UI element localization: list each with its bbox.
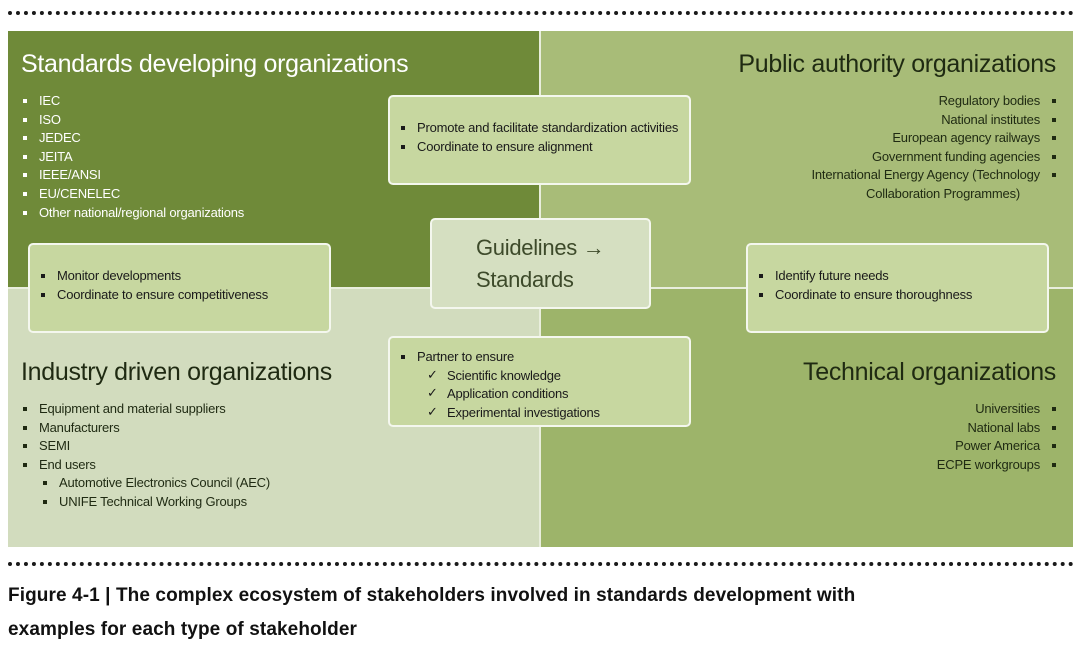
- center-guidelines-box: Guidelines → Standards: [430, 218, 651, 309]
- list-item: Monitor developments: [39, 267, 268, 286]
- top-dotted-rule: [8, 11, 1074, 15]
- list-item: Other national/regional organizations: [21, 204, 244, 223]
- public-authority-list: Regulatory bodies National institutes Eu…: [811, 92, 1058, 204]
- list-item: Government funding agencies: [811, 148, 1058, 167]
- relationship-box-bottom: Partner to ensure Scientific knowledge A…: [388, 336, 691, 427]
- center-label: Guidelines → Standards: [476, 232, 605, 296]
- list-item: EU/CENELEC: [21, 185, 244, 204]
- list-item: National institutes: [811, 111, 1058, 130]
- end-users-sublist: Automotive Electronics Council (AEC) UNI…: [21, 474, 270, 511]
- center-label-line1: Guidelines →: [476, 235, 605, 260]
- list-item: End users: [21, 456, 226, 475]
- list-item-continuation: Collaboration Programmes): [866, 185, 1020, 201]
- center-label-line2: Standards: [476, 267, 574, 292]
- list-item: IEEE/ANSI: [21, 166, 244, 185]
- list-item: Manufacturers: [21, 419, 226, 438]
- list-item: National labs: [937, 419, 1058, 438]
- list-item: JEDEC: [21, 129, 244, 148]
- list-item: IEC: [21, 92, 244, 111]
- list-item: ISO: [21, 111, 244, 130]
- list-item: Coordinate to ensure alignment: [399, 138, 678, 157]
- list-item: Partner to ensure: [399, 348, 600, 367]
- caption-line1: Figure 4-1 | The complex ecosystem of st…: [8, 585, 856, 606]
- list-item: SEMI: [21, 437, 226, 456]
- quadrant-title-technical: Technical organizations: [803, 358, 1056, 386]
- list-item: Coordinate to ensure thoroughness: [757, 286, 972, 305]
- check-item: Experimental investigations: [399, 404, 600, 423]
- list-item: Universities: [937, 400, 1058, 419]
- list-item: Promote and facilitate standardization a…: [399, 119, 678, 138]
- quadrant-title-standards-developing: Standards developing organizations: [21, 50, 409, 78]
- industry-driven-list: Equipment and material suppliers Manufac…: [21, 400, 226, 474]
- sub-list-item: UNIFE Technical Working Groups: [21, 493, 270, 512]
- quadrant-title-industry-driven: Industry driven organizations: [21, 358, 332, 386]
- list-item: Coordinate to ensure competitiveness: [39, 286, 268, 305]
- caption-line2: examples for each type of stakeholder: [8, 619, 357, 640]
- relationship-box-left: Monitor developments Coordinate to ensur…: [28, 243, 331, 333]
- bottom-dotted-rule: [8, 562, 1074, 566]
- list-item: International Energy Agency (Technology: [811, 166, 1058, 185]
- list-item: Power America: [937, 437, 1058, 456]
- standards-developing-list: IEC ISO JEDEC JEITA IEEE/ANSI EU/CENELEC…: [21, 92, 244, 222]
- sub-list-item: Automotive Electronics Council (AEC): [21, 474, 270, 493]
- relationship-box-top: Promote and facilitate standardization a…: [388, 95, 691, 185]
- list-item: Equipment and material suppliers: [21, 400, 226, 419]
- list-item: JEITA: [21, 148, 244, 167]
- technical-list: Universities National labs Power America…: [937, 400, 1058, 474]
- relationship-box-right: Identify future needs Coordinate to ensu…: [746, 243, 1049, 333]
- list-item: European agency railways: [811, 129, 1058, 148]
- list-item: ECPE workgroups: [937, 456, 1058, 475]
- check-item: Scientific knowledge: [399, 367, 600, 386]
- list-item: Regulatory bodies: [811, 92, 1058, 111]
- check-item: Application conditions: [399, 385, 600, 404]
- list-item: Identify future needs: [757, 267, 972, 286]
- figure-caption: Figure 4-1 | The complex ecosystem of st…: [8, 579, 1068, 647]
- quadrant-title-public-authority: Public authority organizations: [738, 50, 1056, 78]
